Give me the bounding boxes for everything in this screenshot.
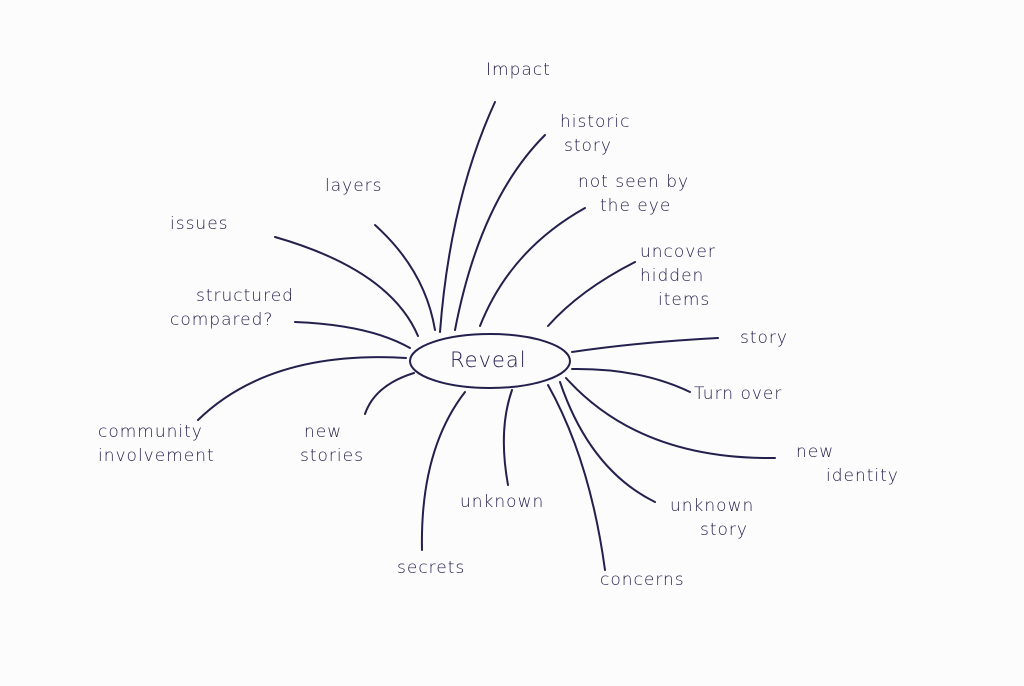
branch-label-unknown: unknown — [460, 492, 545, 512]
branch-label-layers: layers — [325, 176, 383, 196]
branch-line-layers — [374, 224, 436, 331]
branch-label-story: story — [740, 328, 788, 348]
branch-label-issues: issues — [170, 214, 229, 234]
branch-label-impact: Impact — [486, 60, 551, 80]
branch-line-new-identity — [565, 377, 776, 460]
branch-label-turn-over: Turn over — [694, 384, 783, 404]
branch-line-issues — [274, 236, 419, 337]
center-node-label: Reveal — [450, 348, 527, 372]
branch-line-uncover-hidden-items — [547, 261, 636, 327]
branch-label-secrets: secrets — [397, 558, 466, 578]
branch-line-concerns — [547, 384, 606, 571]
branch-line-community-involvement — [197, 356, 407, 421]
branch-line-impact — [439, 101, 496, 333]
branch-line-story — [571, 337, 719, 353]
branch-label-concerns: concerns — [600, 570, 685, 590]
branch-line-not-seen — [479, 207, 586, 327]
branch-line-unknown — [502, 389, 513, 486]
branch-line-historic-story — [454, 134, 546, 331]
branch-line-unknown-story — [559, 381, 656, 503]
branch-line-turn-over — [571, 367, 691, 393]
branch-line-new-stories — [364, 372, 415, 415]
center-node-outline — [409, 333, 571, 389]
branch-line-structured-compared — [294, 321, 411, 349]
branch-line-secrets — [420, 391, 466, 551]
